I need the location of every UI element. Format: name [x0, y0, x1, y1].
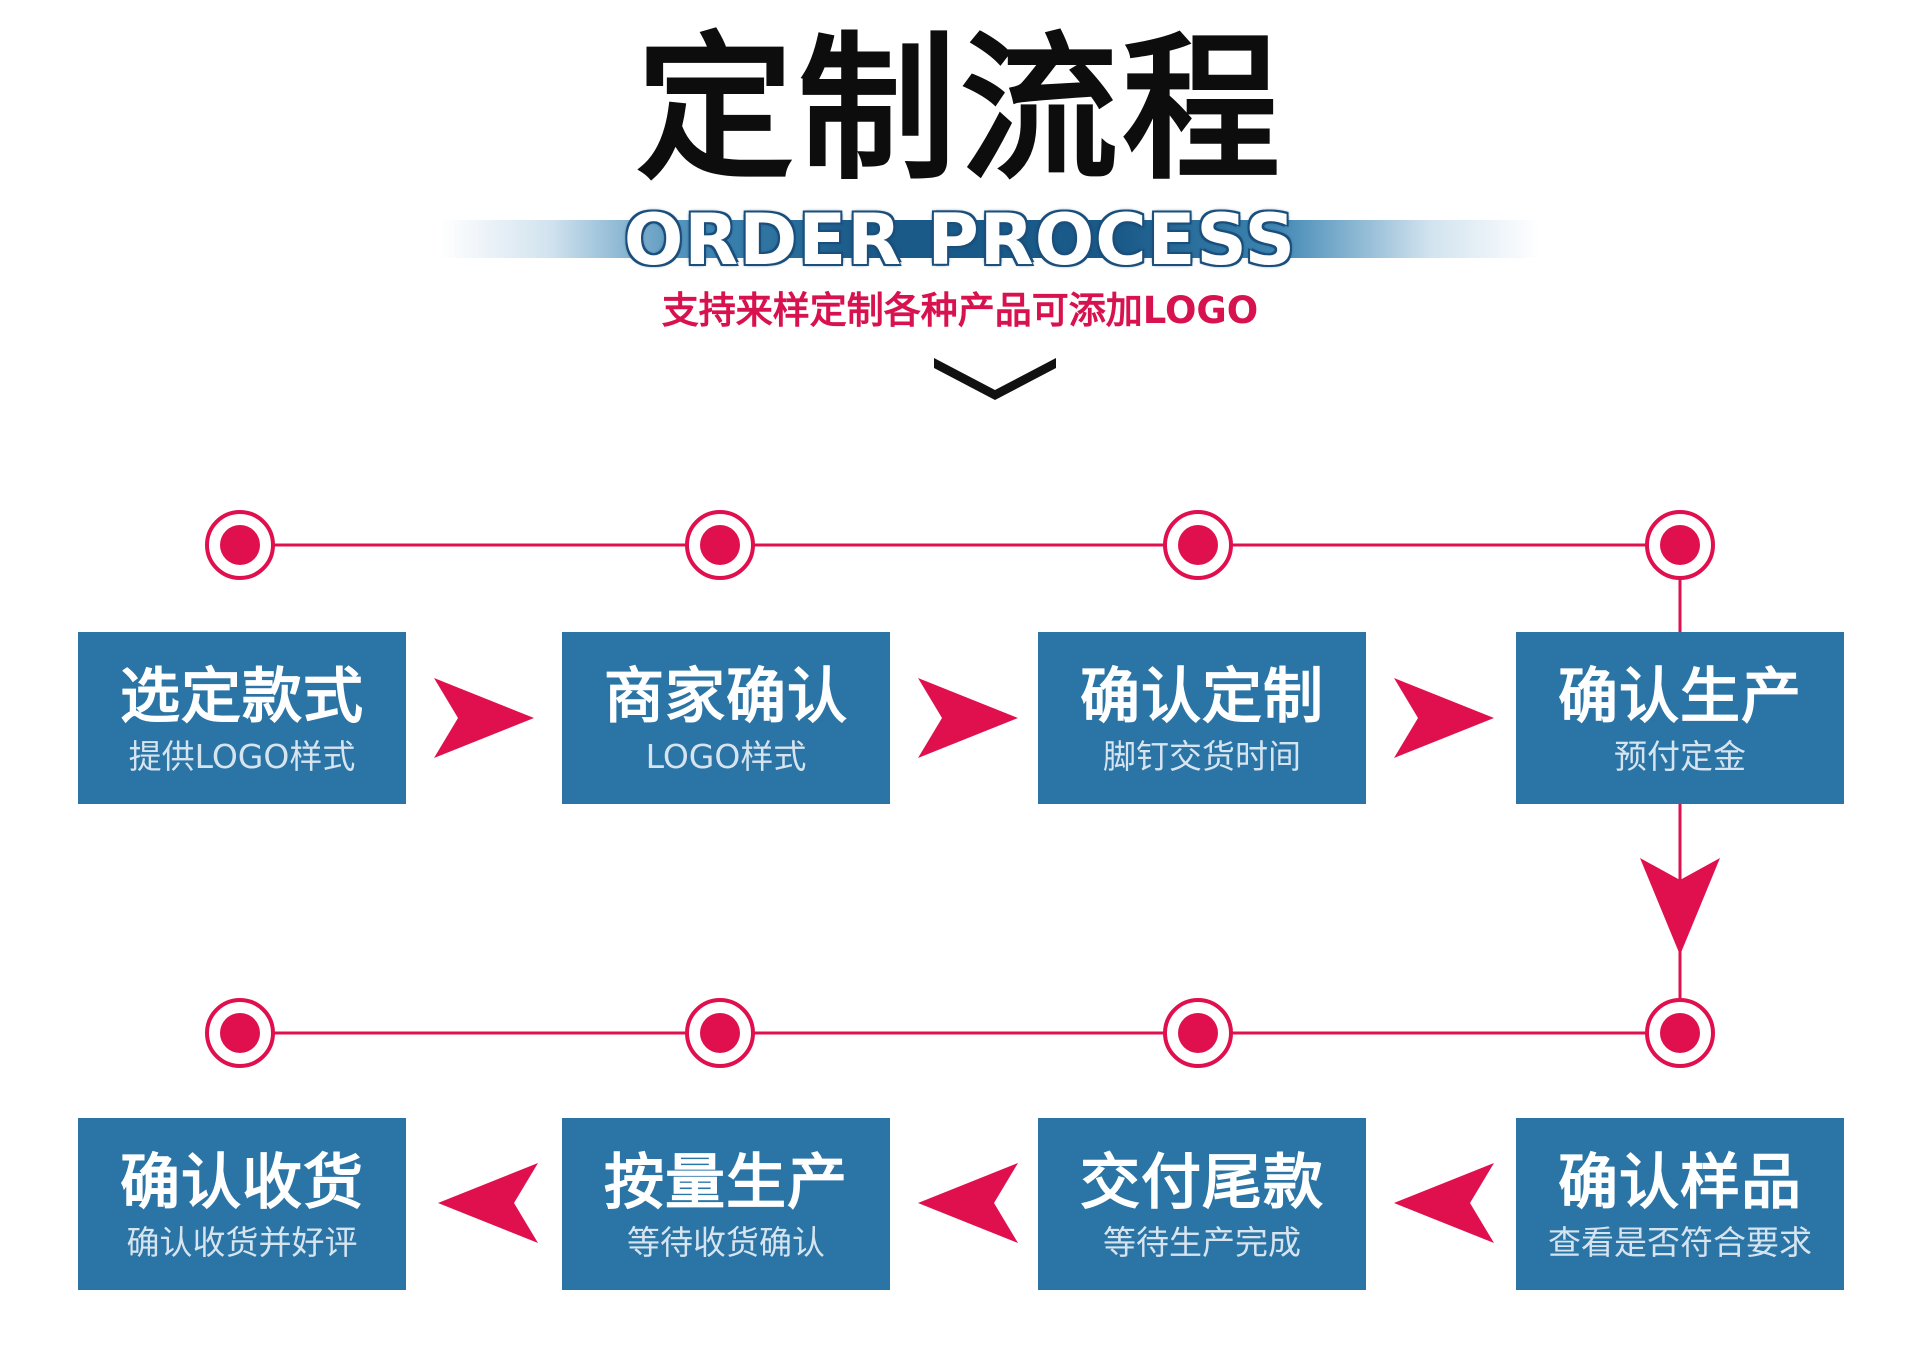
step-7-box: 按量生产 等待收货确认 [562, 1118, 890, 1290]
step-title: 按量生产 [604, 1148, 848, 1218]
step-description: 查看是否符合要求 [1548, 1223, 1812, 1262]
ring-dot-icon [205, 998, 275, 1068]
step-description: 提供LOGO样式 [128, 737, 356, 776]
step-title: 确认生产 [1558, 662, 1802, 732]
step-title: 确认样品 [1558, 1148, 1802, 1218]
ring-dot-icon [1163, 510, 1233, 580]
step-description: 确认收货并好评 [126, 1223, 358, 1262]
step-title: 商家确认 [604, 662, 848, 732]
step-title: 确认收货 [120, 1148, 364, 1218]
subtitle-english: ORDER PROCESS [623, 199, 1297, 281]
step-description: 等待收货确认 [627, 1223, 825, 1262]
arrow-right-icon [918, 678, 1018, 758]
ring-dot-icon [685, 998, 755, 1068]
step-description: 预付定金 [1614, 737, 1746, 776]
ring-dot-icon [1645, 510, 1715, 580]
step-description: 等待生产完成 [1103, 1223, 1301, 1262]
step-2-box: 商家确认 LOGO样式 [562, 632, 890, 804]
arrow-left-icon [438, 1163, 538, 1243]
arrow-left-icon [918, 1163, 1018, 1243]
step-6-box: 交付尾款 等待生产完成 [1038, 1118, 1366, 1290]
step-3-box: 确认定制 脚钉交货时间 [1038, 632, 1366, 804]
step-4-box: 确认生产 预付定金 [1516, 632, 1844, 804]
arrow-right-icon [434, 678, 534, 758]
page-title: 定制流程 [636, 17, 1284, 202]
subtitle-banner [440, 220, 1540, 258]
step-title: 交付尾款 [1080, 1148, 1324, 1218]
step-8-box: 确认收货 确认收货并好评 [78, 1118, 406, 1290]
step-title: 选定款式 [120, 662, 364, 732]
chevron-down-icon [934, 358, 1056, 400]
arrow-down-icon [1640, 858, 1720, 955]
ring-dot-icon [1163, 998, 1233, 1068]
arrow-left-icon [1394, 1163, 1494, 1243]
step-5-box: 确认样品 查看是否符合要求 [1516, 1118, 1844, 1290]
ring-dot-icon [685, 510, 755, 580]
step-title: 确认定制 [1080, 662, 1324, 732]
ring-dot-icon [1645, 998, 1715, 1068]
ring-dot-icon [205, 510, 275, 580]
step-1-box: 选定款式 提供LOGO样式 [78, 632, 406, 804]
step-description: LOGO样式 [645, 737, 807, 776]
arrow-right-icon [1394, 678, 1494, 758]
step-description: 脚钉交货时间 [1103, 737, 1301, 776]
tagline: 支持来样定制各种产品可添加LOGO [661, 289, 1259, 332]
